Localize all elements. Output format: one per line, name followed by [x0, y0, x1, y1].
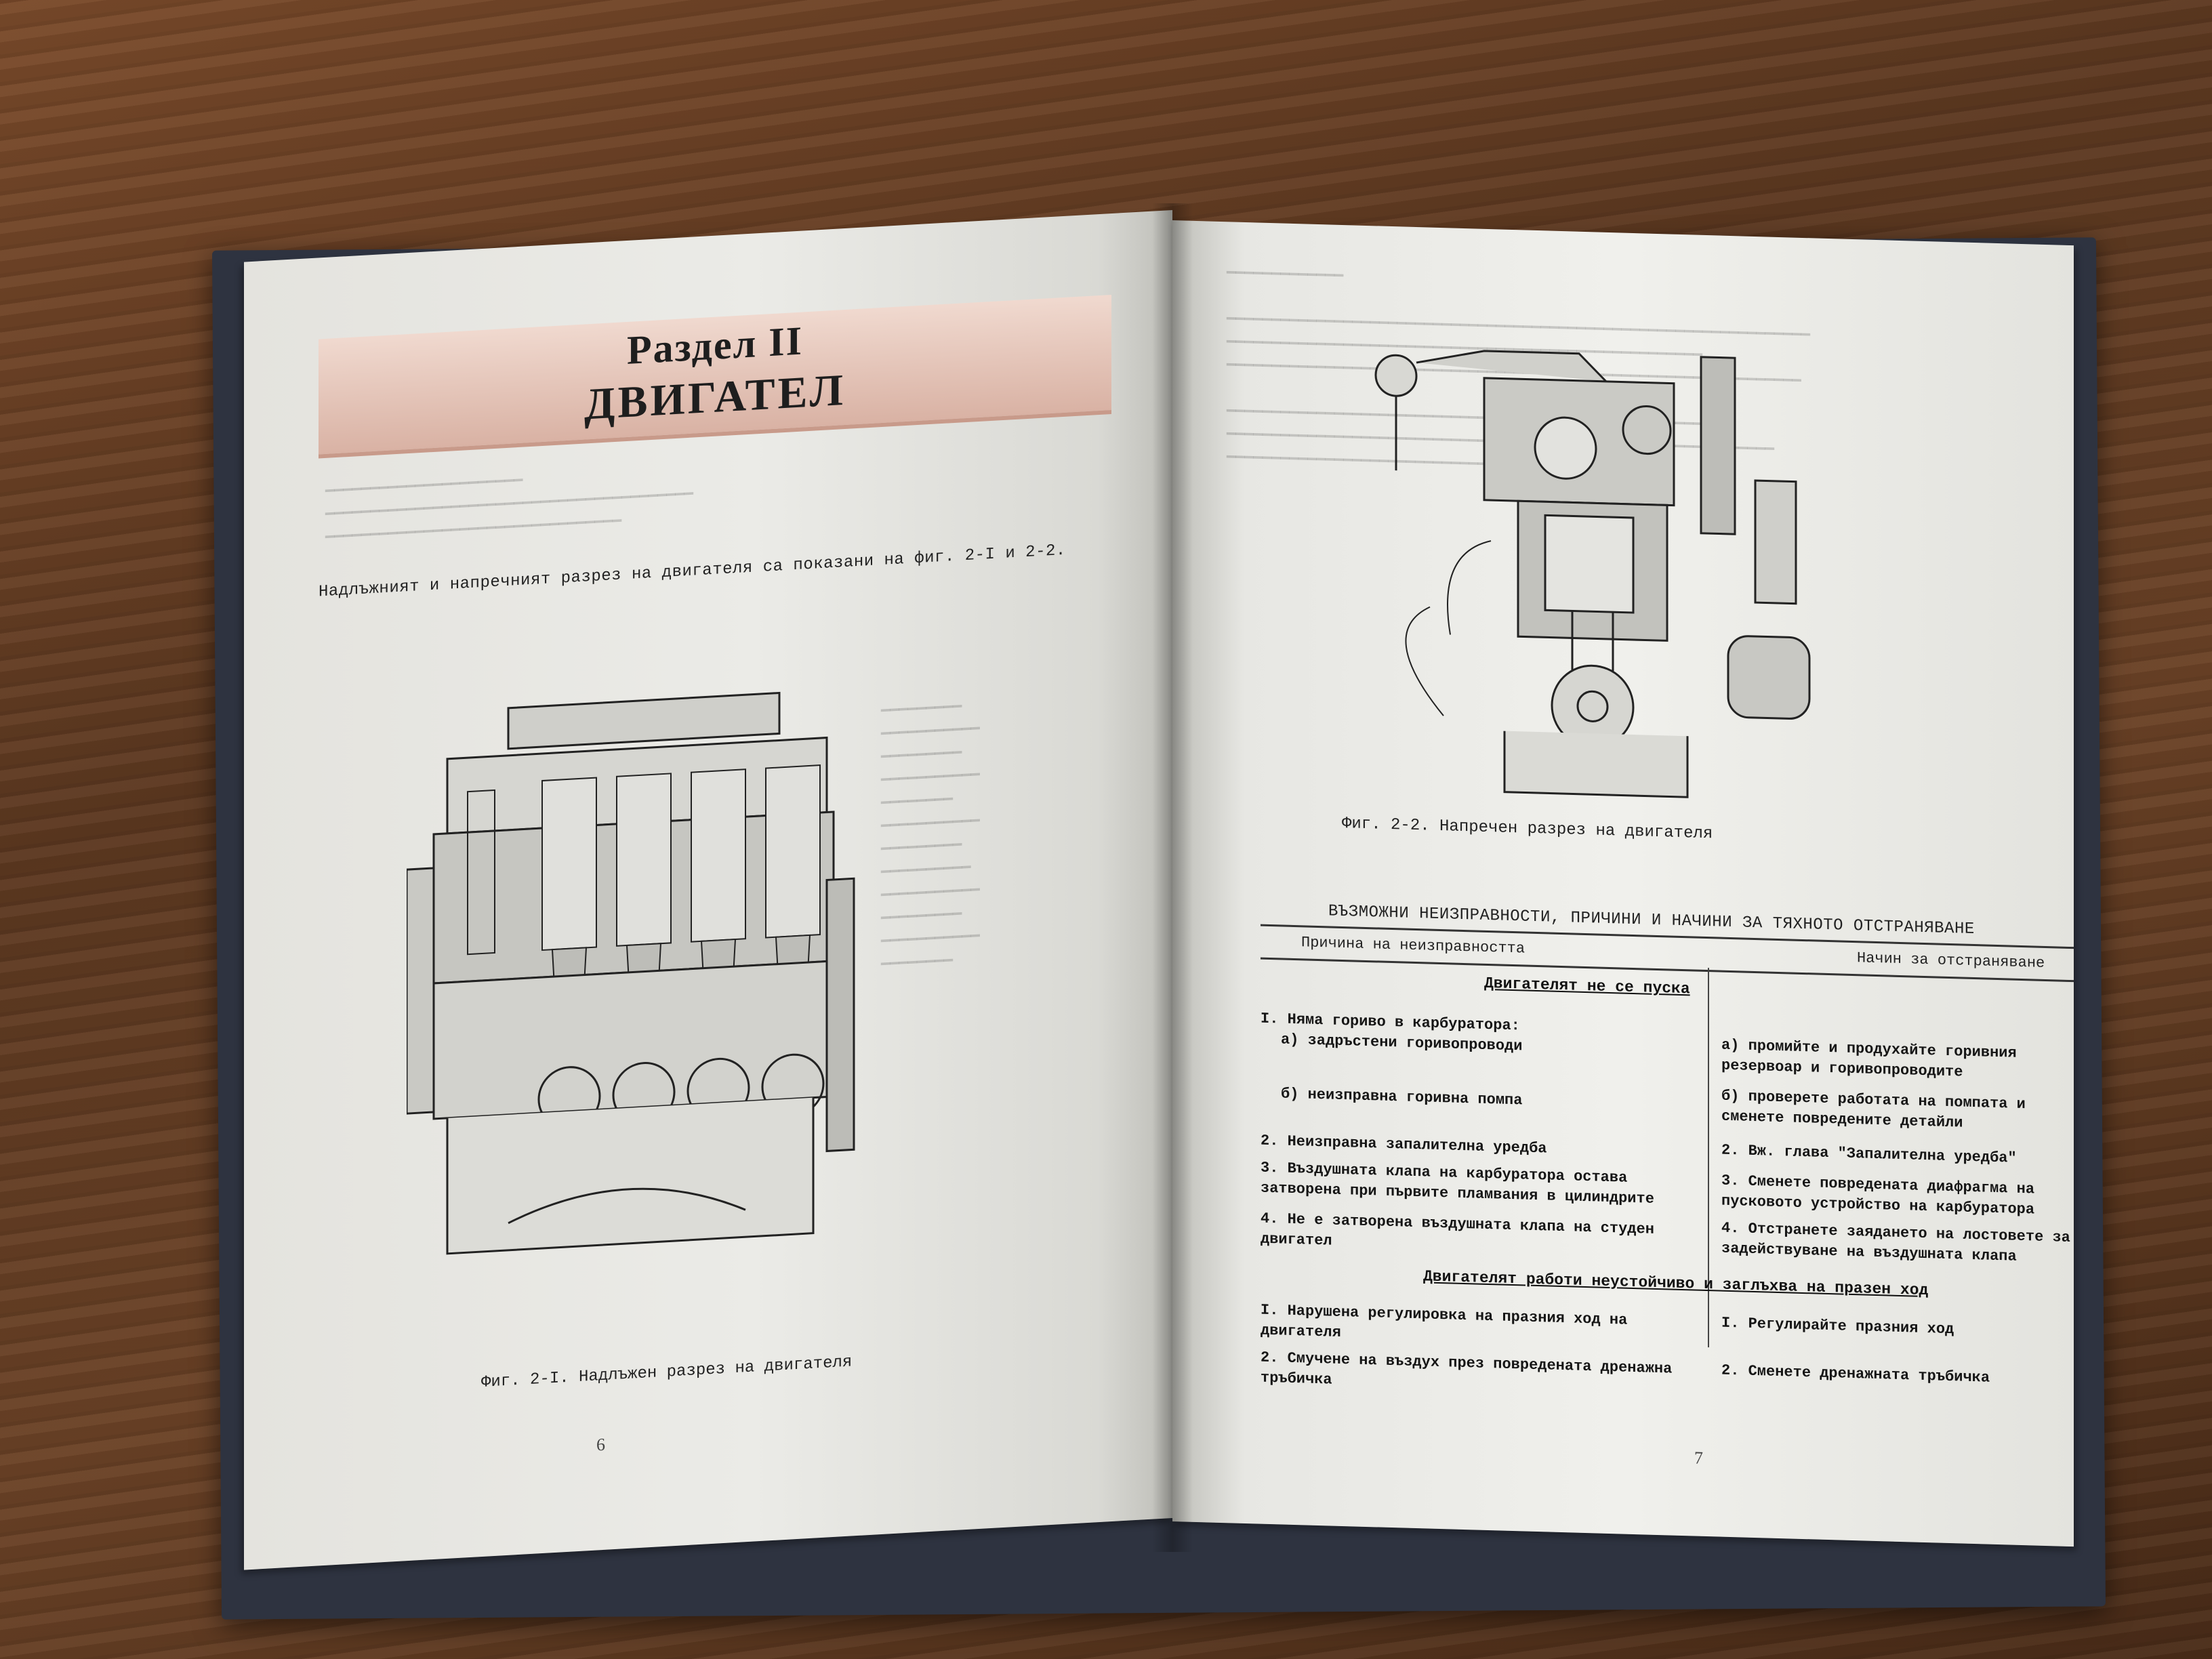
- table-cell-remedy: 3. Сменете повредената диафрагма на пуск…: [1721, 1172, 2035, 1218]
- table-cell-cause: 2. Неизправна запалителна уредба: [1261, 1132, 1547, 1158]
- column-cause: Причина на неизправността: [1301, 934, 1525, 958]
- table-cell-cause: 4. Не е затворена въздушната клапа на ст…: [1261, 1210, 1654, 1250]
- table-cell-remedy: I. Регулирайте празния ход: [1721, 1314, 1954, 1338]
- section-header: Раздел II ДВИГАТЕЛ: [319, 295, 1111, 459]
- page-number-right: 7: [1694, 1448, 1703, 1468]
- table-cell-remedy: а) промийте и продухайте горивния резерв…: [1721, 1036, 2017, 1081]
- table-cell-cause: I. Нарушена регулировка на празния ход н…: [1261, 1301, 1628, 1341]
- group-title: Двигателят не се пуска: [1484, 974, 1690, 998]
- left-page: Раздел II ДВИГАТЕЛ ━━━━━━━━━━━━━━━━━━━━━…: [244, 210, 1172, 1570]
- table-cell-cause: б) неизправна горивна помпа: [1281, 1085, 1523, 1109]
- transverse-engine-diagram: [1374, 350, 1811, 798]
- table-cell-remedy: 2. Сменете дренажната тръбичка: [1721, 1361, 1990, 1387]
- bleed-through-text-2: ━━━━━━━━━━━━━━━━━━━━━━━━━━━━━━━━━━━━━━━━…: [881, 699, 980, 975]
- page-number-left: 6: [596, 1434, 605, 1455]
- table-cell-remedy: б) проверете работата на помпата и смене…: [1721, 1087, 2026, 1132]
- group-title: Двигателят работи неустойчиво и заглъхва…: [1423, 1267, 1929, 1300]
- intro-text: Надлъжният и напречният разрез на двигат…: [319, 541, 1066, 602]
- bleed-through-text: ━━━━━━━━━━━━━━━━━━━━━━━━━━━━━━━━━━━━━━━━…: [325, 472, 694, 547]
- column-remedy: Начин за отстраняване: [1857, 949, 2045, 972]
- table-cell-cause: 2. Смучене на въздух през повредената др…: [1261, 1349, 1673, 1389]
- table-cell-remedy: 2. Вж. глава "Запалителна уредба": [1721, 1141, 2017, 1167]
- right-page: ━━━━━━━━━━━━━━━━━━━━━━━━━━━━━━━━━━━━━━━━…: [1172, 220, 2074, 1547]
- table-cell-remedy: 4. Отстранете заядането на лостовете за …: [1721, 1219, 2070, 1265]
- longitudinal-engine-diagram: [407, 691, 855, 1255]
- figure-caption-right: Фиг. 2-2. Напречен разрез на двигателя: [1342, 814, 1713, 844]
- figure-caption-left: Фиг. 2-I. Надлъжен разрез на двигателя: [481, 1353, 853, 1393]
- table-cell-cause: 3. Въздушната клапа на карбуратора остав…: [1261, 1159, 1654, 1208]
